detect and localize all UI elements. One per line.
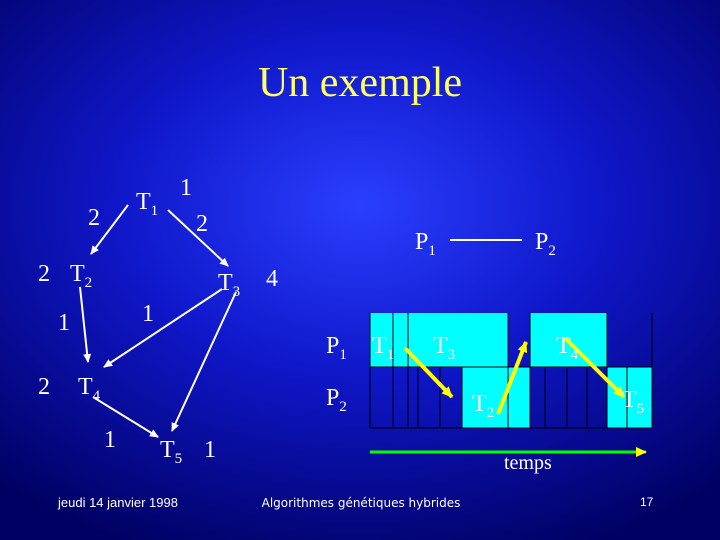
gantt-grid-lines — [369, 313, 653, 428]
node-t4: T4 — [78, 374, 101, 404]
gantt-task-label-t2: T2 — [472, 391, 495, 421]
edge-t3-t5 — [171, 291, 237, 432]
edge-t2-t4 — [79, 286, 92, 363]
gantt-task-label-t3: T3 — [433, 333, 456, 363]
gantt-task-label-t5: T5 — [622, 387, 645, 417]
comm-arrow-t2-t4 — [496, 341, 528, 415]
edge-t1-t3-weight: 2 — [196, 211, 208, 237]
gantt-chart — [369, 313, 653, 429]
edge-t4-t5-weight: 1 — [104, 427, 116, 453]
footer-title: Algorithmes génétiques hybrides — [261, 496, 461, 510]
edge-t3-t4 — [103, 288, 223, 368]
gantt-bar-p1-t3 — [408, 313, 508, 367]
edge-t3-t4-weight: 1 — [142, 301, 154, 327]
gantt-row-label-p1: P1 — [326, 333, 347, 363]
edge-t1-t3 — [167, 209, 229, 267]
node-t4-weight: 2 — [38, 374, 50, 400]
node-t3: T3 — [218, 270, 241, 300]
comm-arrow-t4-t5 — [563, 336, 626, 399]
gantt-task-label-t4: T4 — [556, 333, 579, 363]
comm-arrow-t1-t2 — [403, 346, 454, 399]
processor-p1: P1 — [415, 229, 436, 259]
edge-t4-t5 — [92, 396, 159, 438]
processor-p2: P2 — [535, 229, 556, 259]
node-t3-weight: 4 — [266, 266, 278, 292]
page-number: 17 — [640, 495, 654, 509]
node-t2-weight: 2 — [38, 261, 50, 287]
time-axis-label: temps — [504, 452, 552, 474]
edge-t1-t2 — [90, 204, 129, 255]
node-t1-weight: 2 — [88, 205, 100, 231]
gantt-bar-p2-t2 — [462, 367, 530, 428]
edge-t1-t2-weight: 1 — [180, 175, 192, 201]
edge-t2-t4-weight: 1 — [58, 310, 70, 336]
gantt-bar-p1-t1 — [370, 313, 408, 367]
node-t1: T1 — [136, 189, 159, 219]
gantt-task-label-t1: T1 — [372, 333, 395, 363]
gantt-row-label-p2: P2 — [326, 385, 347, 415]
slide-title: Un exemple — [257, 60, 463, 106]
node-t5-weight: 1 — [204, 437, 216, 463]
footer-date: jeudi 14 janvier 1998 — [58, 495, 178, 510]
node-t5: T5 — [160, 437, 183, 467]
node-t2: T2 — [70, 261, 93, 291]
